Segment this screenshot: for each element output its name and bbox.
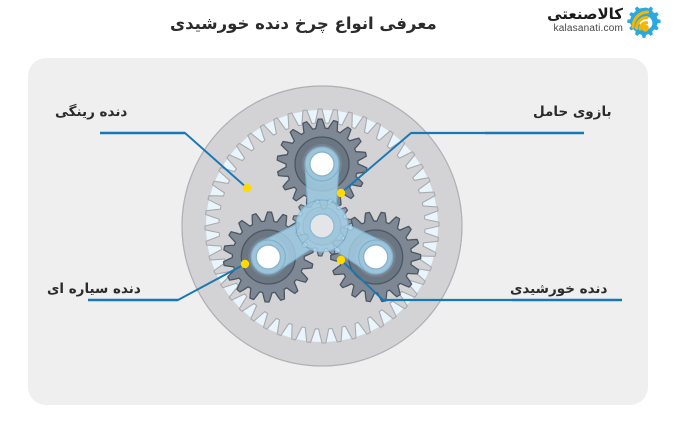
page-header: معرفی انواع چرخ دنده خورشیدی کالاصنعتی k… — [0, 0, 676, 52]
logo-brand-name: کالاصنعتی — [547, 5, 623, 23]
callout-label-carrier-arm: بازوی حامل — [533, 104, 612, 120]
site-logo[interactable]: کالاصنعتی kalasanati.com — [531, 4, 665, 44]
logo-domain-name: kalasanati.com — [553, 23, 623, 34]
callout-label-sun-gear: دنده خورشیدی — [510, 281, 608, 297]
page-title: معرفی انواع چرخ دنده خورشیدی — [170, 14, 437, 33]
callout-label-planet-gear: دنده سیاره ای — [47, 281, 141, 297]
callout-label-ring-gear: دنده رینگی — [55, 104, 128, 120]
gear-wifi-icon — [627, 6, 661, 38]
logo-text: کالاصنعتی kalasanati.com — [531, 6, 623, 35]
